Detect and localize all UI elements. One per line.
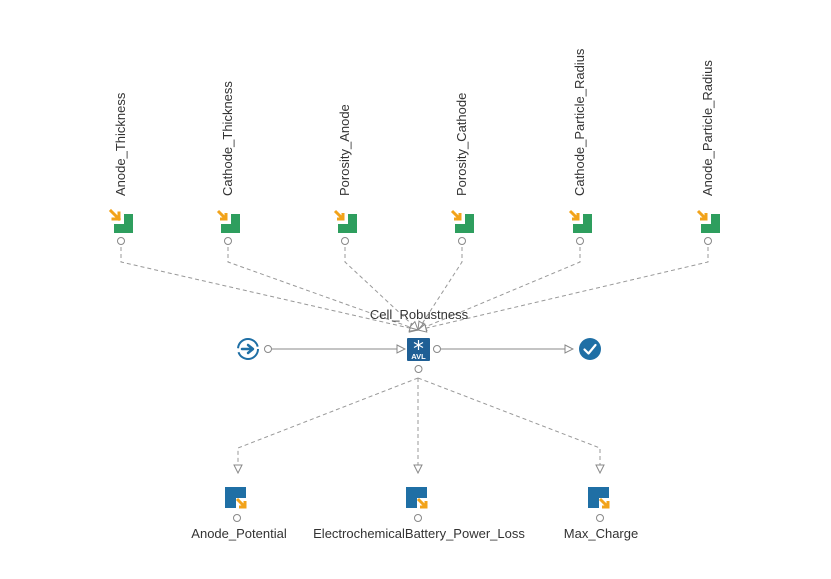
edge-input-2 [227, 247, 418, 330]
input-node-1[interactable] [108, 208, 133, 245]
input-label-2: Cathode_Thickness [220, 81, 235, 196]
output-label-3: Max_Charge [563, 526, 639, 541]
output-label-1: Anode_Potential [191, 526, 287, 541]
output-arrow-icon [598, 497, 610, 509]
edge-input-6 [418, 247, 709, 330]
edge-output-1 [238, 377, 419, 473]
output-node-2[interactable] [406, 487, 428, 522]
input-node-5[interactable] [568, 209, 592, 245]
input-label-6: Anode_Particle_Radius [700, 60, 715, 196]
center-node[interactable]: AVL [407, 338, 441, 373]
output-arrow-icon [416, 497, 428, 509]
edge-input-1 [120, 247, 418, 330]
input-node-6[interactable] [696, 209, 720, 245]
edge-input-4 [418, 247, 463, 330]
input-arrow-icon [450, 209, 462, 221]
check-icon [583, 343, 597, 355]
output-node-3[interactable] [588, 487, 610, 522]
avl-badge: AVL [411, 352, 426, 361]
input-arrow-icon [333, 209, 345, 221]
center-node-label: Cell_Robustness [369, 307, 469, 322]
input-label-3: Porosity_Anode [337, 104, 352, 196]
edge-input-3 [344, 247, 418, 330]
output-arrow-icon [235, 497, 247, 509]
input-arrow-icon [696, 209, 708, 221]
snowflake-icon [413, 340, 424, 350]
output-edges [238, 377, 600, 473]
input-arrow-icon [216, 209, 228, 221]
output-label-2: ElectrochemicalBattery_Power_Loss [313, 526, 525, 541]
start-node[interactable] [237, 338, 272, 360]
input-edges [120, 247, 709, 330]
input-label-4: Porosity_Cathode [454, 92, 469, 196]
input-label-1: Anode_Thickness [113, 92, 128, 196]
input-node-2[interactable] [216, 209, 240, 245]
input-label-5: Cathode_Particle_Radius [572, 48, 587, 196]
edge-output-3 [417, 377, 600, 473]
edge-input-5 [418, 247, 581, 330]
input-node-3[interactable] [333, 209, 357, 245]
output-node-1[interactable] [225, 487, 247, 522]
input-arrow-icon [108, 208, 122, 222]
input-arrow-icon [568, 209, 580, 221]
input-node-4[interactable] [450, 209, 474, 245]
end-node[interactable] [579, 338, 601, 360]
